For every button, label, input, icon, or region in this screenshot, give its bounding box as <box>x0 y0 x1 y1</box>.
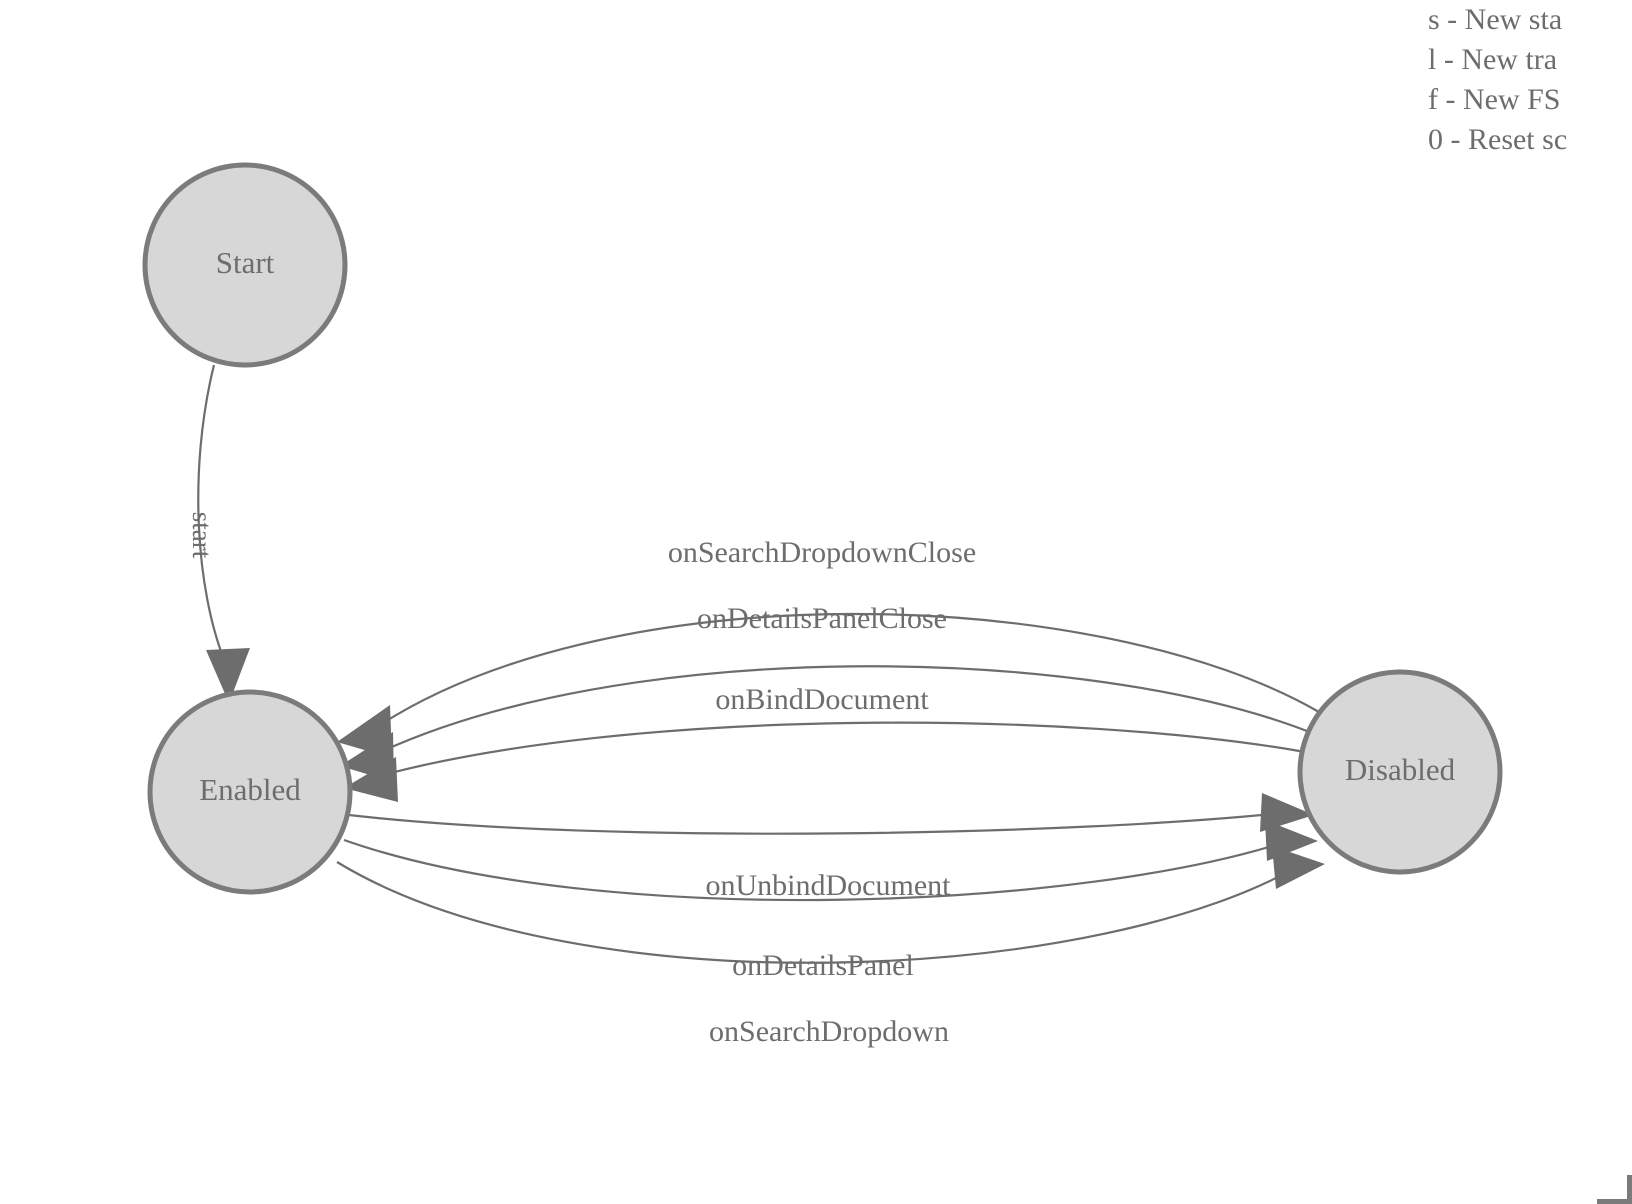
edge-label-onBindDocument: onBindDocument <box>715 683 929 716</box>
edge-path <box>364 612 1320 736</box>
transition-edge-start[interactable] <box>197 364 250 703</box>
edge-label-onSearchDropdown: onSearchDropdown <box>709 1015 949 1048</box>
state-label: Disabled <box>1345 752 1456 787</box>
edge-label-onUnbindDocument: onUnbindDocument <box>706 869 952 902</box>
state-node-disabled[interactable]: Disabled <box>1297 669 1503 875</box>
edge-label-start: start <box>187 512 217 559</box>
edge-label-onDetailsPanelClose: onDetailsPanelClose <box>697 602 947 635</box>
transition-edge-onBindDocument[interactable] <box>344 721 1306 802</box>
edge-path <box>371 721 1306 780</box>
state-node-enabled[interactable]: Enabled <box>147 689 353 895</box>
edge-path <box>348 810 1293 835</box>
edge-label-onSearchDropdownClose: onSearchDropdownClose <box>668 536 976 569</box>
state-node-start[interactable]: Start <box>142 162 348 368</box>
arrow-head-icon <box>206 648 250 703</box>
state-circle[interactable] <box>142 162 348 368</box>
edge-label-onDetailsPanel: onDetailsPanel <box>732 949 914 982</box>
edge-path <box>343 836 1298 902</box>
arrow-head-icon <box>1272 846 1325 889</box>
edge-path <box>197 364 227 663</box>
transition-edge-onUnbindDocument[interactable] <box>348 793 1314 835</box>
arrow-head-icon <box>1260 793 1314 832</box>
edge-path <box>336 861 1306 964</box>
transition-edge-onSearchDropdown[interactable] <box>336 846 1325 964</box>
resize-corner-handle[interactable] <box>1597 1175 1632 1204</box>
state-circle[interactable] <box>147 689 353 895</box>
state-circle[interactable] <box>1297 669 1503 875</box>
state-label: Enabled <box>199 772 301 807</box>
arrow-head-icon <box>344 757 398 802</box>
edge-path <box>367 665 1313 759</box>
state-label: Start <box>216 245 275 280</box>
